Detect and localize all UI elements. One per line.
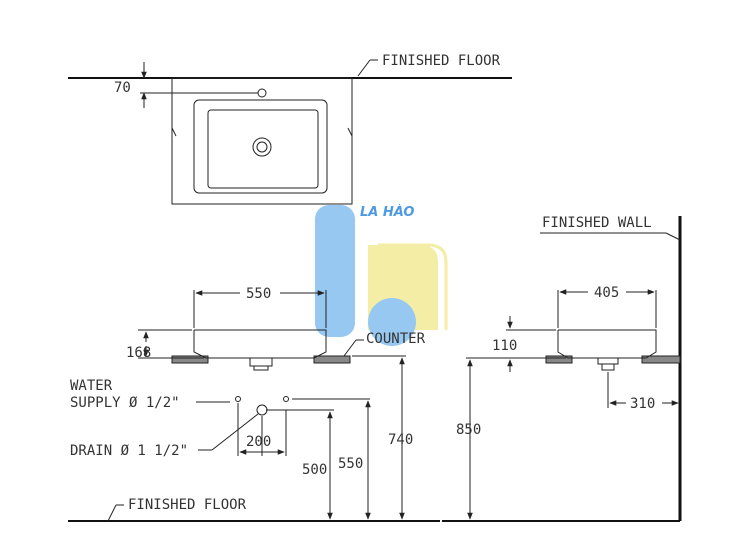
label-water: WATER [70,378,113,394]
tap-hole [257,88,267,98]
plan-view: 70 FINISHED FLOOR [68,53,512,205]
side-elevation: FINISHED WALL 405 110 850 310 [442,215,682,522]
dim-405: 405 [594,285,619,301]
dim-200: 200 [246,434,271,450]
drain-pipe [256,404,268,416]
dim-310: 310 [630,396,655,412]
side-counter-left [545,355,573,364]
label-water-supply: SUPPLY Ø 1/2" [70,395,180,411]
drain-outlet-plan [252,137,272,157]
label-finished-floor-top: FINISHED FLOOR [382,53,501,69]
label-counter: COUNTER [366,331,426,347]
front-elevation: FINISHED FLOOR 550 168 COUNTER WATER SUP… [68,286,440,522]
counter-left [171,355,209,364]
drain-side [597,358,619,371]
counter-right [313,355,351,364]
side-counter-right [641,355,681,364]
dim-168: 168 [126,345,151,361]
basin-inner-plan [207,109,319,189]
label-finished-wall: FINISHED WALL [542,215,652,231]
dim-110: 110 [492,338,517,354]
dim-550-width: 550 [246,286,271,302]
supply-left [235,396,241,402]
dim-740: 740 [388,432,413,448]
dim-550-height: 550 [338,456,363,472]
drain-front [249,358,273,371]
label-drain: DRAIN Ø 1 1/2" [70,443,188,459]
dim-70: 70 [114,80,131,96]
watermark-brand-text: LA HÀO [360,204,414,220]
basin-outer-plan [193,99,328,194]
watermark-logo: LA HÀO [315,204,448,346]
dim-850: 850 [456,422,481,438]
counter-outline-plan [171,77,353,205]
label-finished-floor-bottom: FINISHED FLOOR [128,497,247,513]
watermark-blue-bar [315,205,355,337]
basin-side [557,329,657,359]
dim-500: 500 [302,462,327,478]
watermark-blue-circle [368,298,416,346]
basin-front [193,329,327,359]
supply-right [283,396,289,402]
